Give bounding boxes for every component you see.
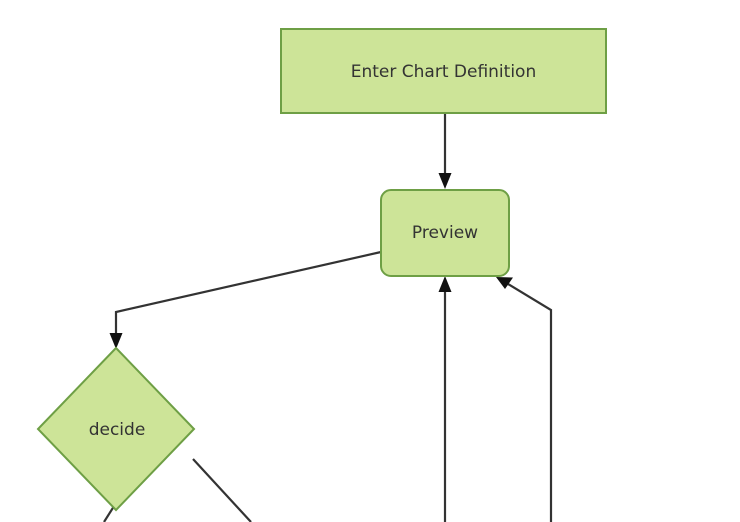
node-label-preview: Preview <box>412 223 478 243</box>
node-shape-rounded-rectangle <box>380 189 510 277</box>
node-shape-rectangle <box>280 28 607 114</box>
node-layer: Enter Chart Definition Preview decide <box>36 28 607 512</box>
edge-center-to-preview[interactable] <box>438 276 452 522</box>
edge-preview-to-decide[interactable] <box>109 250 382 349</box>
edge-line <box>507 283 553 522</box>
edge-line <box>114 250 382 341</box>
node-label-enter-chart-definition: Enter Chart Definition <box>351 62 536 82</box>
arrowhead-icon <box>109 333 123 349</box>
edge-enter-to-preview[interactable] <box>438 113 452 189</box>
arrowhead-icon <box>496 277 513 289</box>
node-label-decide: decide <box>89 420 146 440</box>
edge-line <box>192 458 252 522</box>
node-shape-diamond <box>36 346 196 512</box>
arrowhead-icon <box>438 173 452 189</box>
arrowhead-icon <box>438 276 452 292</box>
node-preview[interactable]: Preview <box>380 189 510 277</box>
edge-decide-right-out[interactable] <box>192 458 252 522</box>
edge-layer <box>103 113 553 522</box>
node-decide[interactable]: decide <box>36 346 196 512</box>
node-enter-chart-definition[interactable]: Enter Chart Definition <box>280 28 607 114</box>
edge-right-to-preview[interactable] <box>496 277 553 522</box>
